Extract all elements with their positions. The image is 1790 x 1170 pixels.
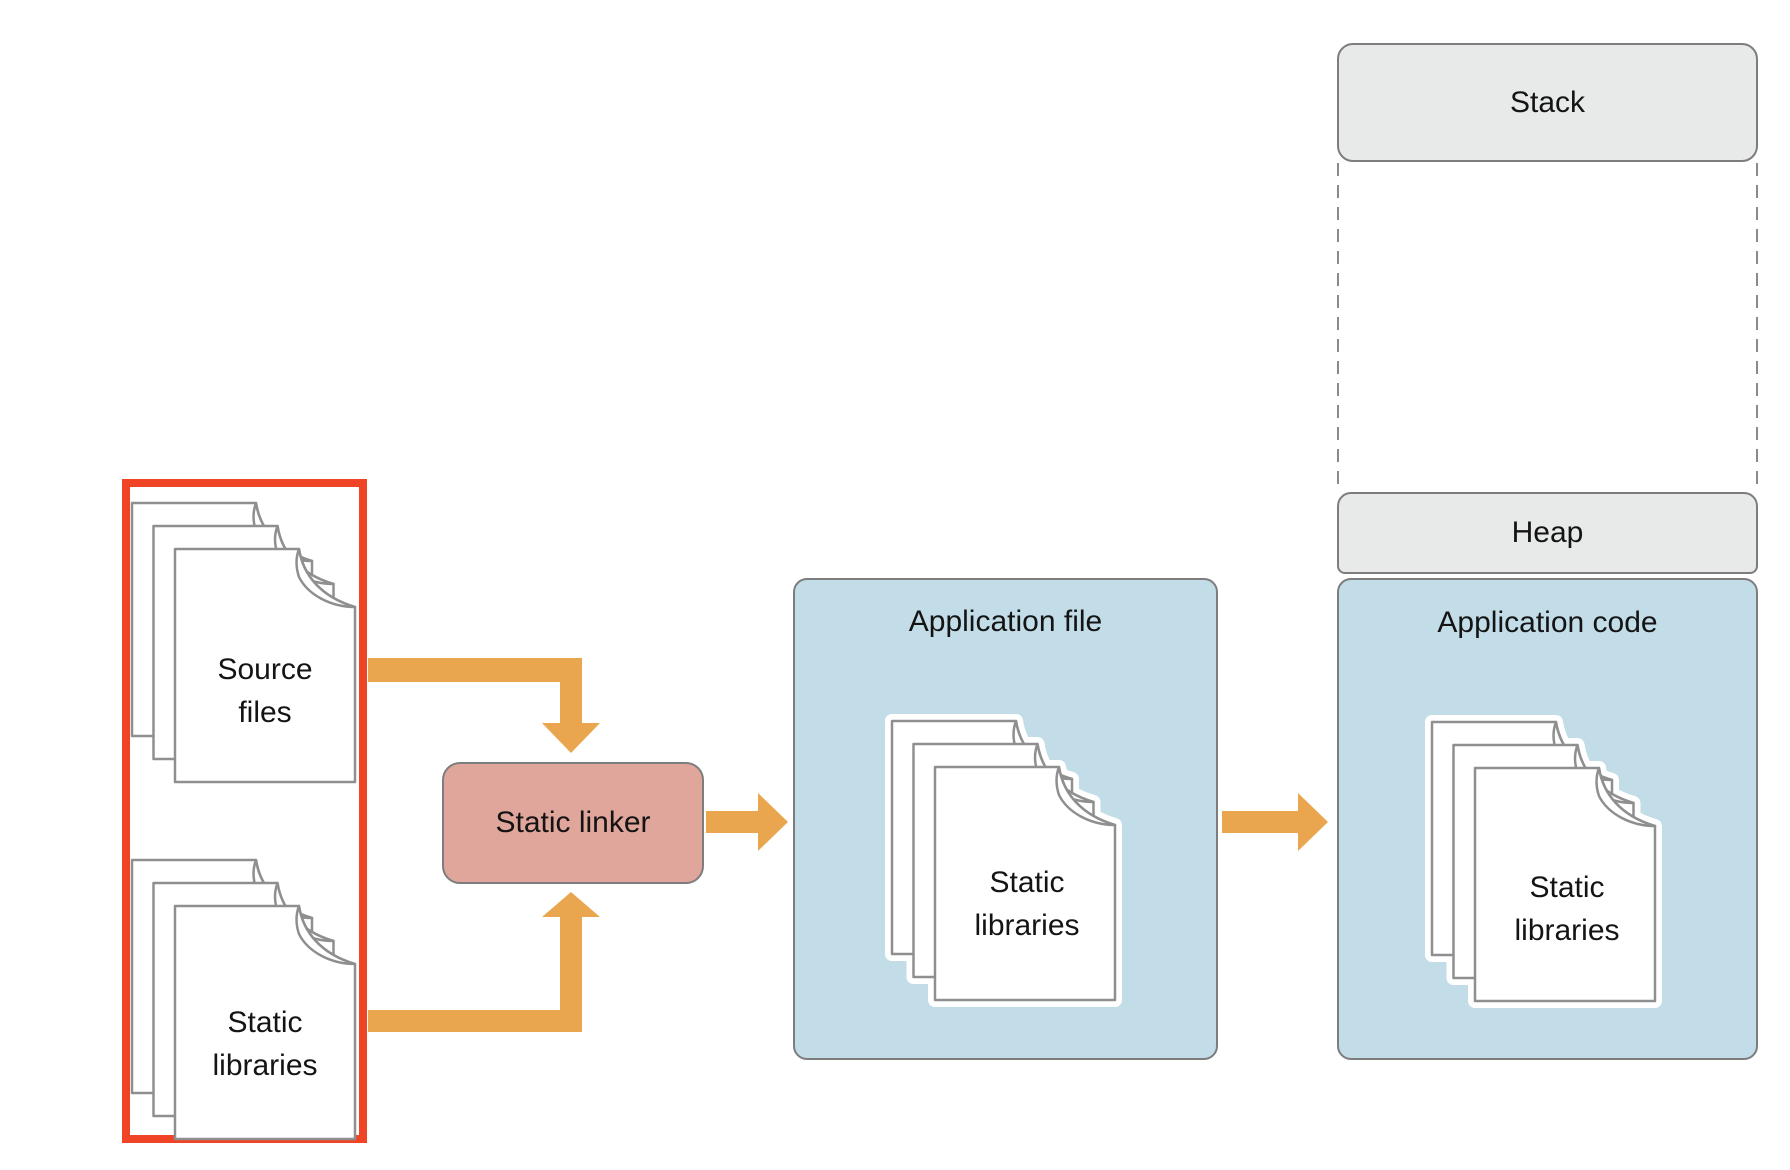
arrow-application-file-to-memory — [1222, 793, 1328, 851]
source-files-document-stack-icon — [130, 501, 357, 784]
heap-label: Heap — [1511, 516, 1584, 549]
static-linker-label: Static linker — [495, 806, 651, 839]
document-page — [295, 547, 357, 609]
document-page — [1055, 765, 1117, 827]
static-libraries-document-stack-icon — [130, 858, 357, 1141]
source-files-label: Source files — [217, 653, 313, 729]
application-code-document-stack-icon — [1425, 715, 1662, 1008]
memory-heap-box: Heap — [1337, 492, 1758, 574]
application-file-static-libraries-label: Static libraries — [974, 866, 1080, 942]
arrow-static-libraries-to-linker — [368, 892, 600, 1032]
memory-stack-box: Stack — [1337, 43, 1758, 162]
static-libraries-label: Static libraries — [212, 1006, 318, 1082]
application-file-document-stack-icon — [885, 714, 1122, 1007]
static-linker-box: Static linker — [442, 762, 704, 884]
document-page — [295, 904, 357, 966]
arrow-linker-to-application-file — [706, 793, 788, 851]
application-file-title: Application file — [908, 605, 1103, 638]
document-page — [1595, 766, 1657, 828]
stack-label: Stack — [1509, 85, 1586, 119]
application-code-static-libraries-label: Static libraries — [1514, 871, 1620, 947]
arrow-source-files-to-linker — [368, 658, 600, 753]
application-code-title: Application code — [1437, 606, 1658, 639]
